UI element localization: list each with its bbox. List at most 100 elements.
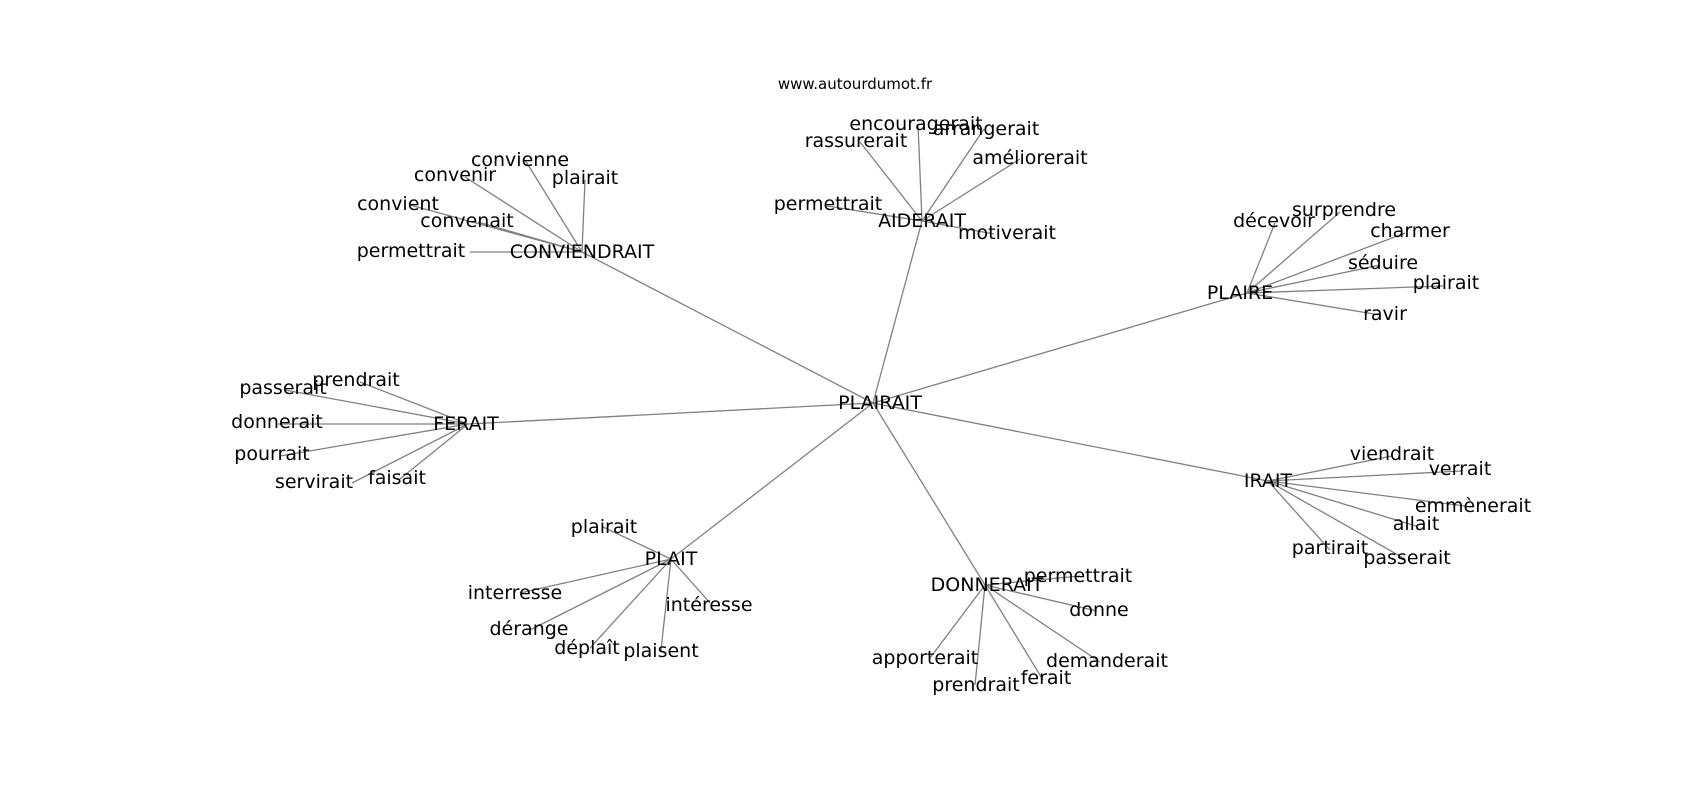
- edge-aiderait-motiverait: [921, 220, 995, 235]
- leaf-label-plait-interresse: interresse: [468, 582, 563, 604]
- edge-irait-viendrait: [1267, 455, 1393, 482]
- leaf-label-irait-emmenerait: emmènerait: [1415, 495, 1531, 517]
- leaf-label-ferait-faisait: faisait: [368, 467, 426, 489]
- leaf-label-conviendrait-convenir: convenir: [414, 164, 496, 186]
- edge-plaire-charmer: [1246, 232, 1406, 294]
- leaf-label-plait-plairait: plairait: [571, 516, 637, 538]
- leaf-label-aiderait-permettrait: permettrait: [774, 193, 883, 215]
- leaf-label-ferait-passerait: passerait: [239, 377, 326, 399]
- edge-conviendrait-convenait: [477, 221, 583, 253]
- edge-center-plaire: [872, 292, 1248, 404]
- hub-label-irait: IRAIT: [1244, 470, 1293, 492]
- edge-center-plait: [670, 402, 874, 560]
- leaf-label-conviendrait-convienne: convienne: [471, 149, 569, 171]
- leaf-label-irait-viendrait: viendrait: [1350, 443, 1435, 465]
- leaf-label-irait-passerait: passerait: [1363, 547, 1450, 569]
- edge-plait-interesse: [670, 558, 711, 604]
- edge-irait-allait: [1267, 480, 1417, 527]
- edge-plaire-seduire: [1246, 264, 1381, 294]
- leaf-label-conviendrait-plairait: plairait: [552, 167, 618, 189]
- edge-ferait-pourrait: [279, 423, 469, 457]
- leaf-label-aiderait-encouragerait: encouragerait: [849, 113, 982, 135]
- edge-aiderait-rassurerait: [859, 141, 923, 222]
- leaf-label-aiderait-motiverait: motiverait: [958, 222, 1056, 244]
- leaf-label-plait-interesse: intéresse: [665, 594, 752, 616]
- hub-label-conviendrait: CONVIENDRAIT: [510, 241, 655, 263]
- leaf-label-donnerait-donne: donne: [1069, 599, 1128, 621]
- edge-ferait-prendrait: [359, 381, 469, 425]
- leaf-label-plait-derange: dérange: [490, 618, 569, 640]
- edge-donnerait-ferait: [984, 584, 1044, 681]
- hub-label-donnerait: DONNERAIT: [931, 574, 1044, 596]
- edge-irait-passerait: [1267, 480, 1406, 560]
- edge-aiderait-arrangerait: [921, 128, 985, 222]
- leaf-label-conviendrait-permettrait: permettrait: [357, 240, 466, 262]
- leaf-label-plaire-seduire: séduire: [1348, 252, 1418, 274]
- edge-ferait-faisait: [399, 423, 469, 480]
- edge-plaire-plairait: [1246, 285, 1444, 294]
- edge-plaire-surprendre: [1246, 211, 1341, 294]
- edge-irait-partirait: [1267, 480, 1331, 551]
- leaf-label-donnerait-permettrait: permettrait: [1024, 565, 1133, 587]
- edge-conviendrait-convenir: [464, 176, 583, 253]
- leaf-label-aiderait-rassurerait: rassurerait: [805, 130, 908, 152]
- leaf-label-donnerait-ferait: ferait: [1021, 667, 1072, 689]
- center-node-label: PLAIRAIT: [838, 392, 922, 414]
- leaf-label-aiderait-ameliorerait: améliorerait: [972, 147, 1087, 169]
- hub-label-ferait: FERAIT: [433, 413, 499, 435]
- leaf-label-ferait-pourrait: pourrait: [234, 443, 309, 465]
- edge-center-ferait: [467, 402, 874, 425]
- edge-center-irait: [872, 402, 1269, 482]
- edge-irait-emmenerait: [1267, 480, 1474, 508]
- edge-conviendrait-convienne: [524, 159, 583, 253]
- leaf-label-conviendrait-convenait: convenait: [420, 210, 513, 232]
- edge-plait-interresse: [519, 558, 672, 594]
- leaf-label-ferait-prendrait: prendrait: [312, 369, 399, 391]
- leaf-label-ferait-donnerait: donnerait: [231, 411, 323, 433]
- edge-conviendrait-plairait: [581, 179, 586, 253]
- hub-label-plaire: PLAIRE: [1207, 282, 1273, 304]
- leaf-label-donnerait-demanderait: demanderait: [1046, 650, 1168, 672]
- leaf-label-plaire-charmer: charmer: [1370, 220, 1450, 242]
- edge-donnerait-donne: [984, 584, 1098, 612]
- edge-plaire-ravir: [1246, 292, 1381, 316]
- hub-label-plait: PLAIT: [645, 548, 698, 570]
- leaf-label-donnerait-prendrait: prendrait: [932, 674, 1019, 696]
- edge-irait-verrait: [1267, 470, 1462, 482]
- leaf-label-plaire-ravir: ravir: [1363, 303, 1407, 325]
- source-url: www.autourdumot.fr: [778, 75, 933, 93]
- edge-donnerait-apporterait: [929, 584, 986, 659]
- edge-aiderait-ameliorerait: [921, 158, 1021, 222]
- edge-ferait-passerait: [284, 389, 469, 425]
- edge-center-conviendrait: [581, 251, 874, 404]
- edge-plait-derange: [529, 558, 672, 631]
- leaf-label-plaire-surprendre: surprendre: [1292, 199, 1396, 221]
- leaf-label-plait-plaisent: plaisent: [623, 640, 698, 662]
- leaf-label-plaire-plairait: plairait: [1413, 272, 1479, 294]
- edge-plait-deplait: [589, 558, 672, 649]
- edge-aiderait-encouragerait: [917, 123, 923, 222]
- leaf-label-irait-allait: allait: [1393, 513, 1440, 535]
- leaf-label-irait-partirait: partirait: [1292, 537, 1368, 559]
- edge-center-donnerait: [872, 402, 986, 586]
- edge-donnerait-demanderait: [984, 584, 1101, 663]
- edge-plait-plaisent: [660, 558, 672, 651]
- edge-donnerait-permettrait: [984, 575, 1081, 586]
- hub-label-aiderait: AIDERAIT: [878, 210, 966, 232]
- leaf-label-aiderait-arrangerait: arrangerait: [933, 118, 1040, 140]
- leaf-label-irait-verrait: verrait: [1429, 458, 1492, 480]
- leaf-label-plait-deplait: déplaît: [554, 637, 619, 659]
- edge-aiderait-permettrait: [826, 205, 923, 222]
- edge-plait-plairait: [602, 526, 672, 560]
- leaf-label-plaire-decevoir: décevoir: [1233, 210, 1315, 232]
- edge-donnerait-prendrait: [974, 584, 986, 686]
- edge-center-aiderait: [872, 220, 923, 404]
- edge-plaire-decevoir: [1246, 222, 1276, 294]
- edges-layer: [278, 123, 1474, 686]
- leaf-label-donnerait-apporterait: apporterait: [872, 647, 979, 669]
- leaf-label-ferait-servirait: servirait: [275, 471, 353, 493]
- leaf-label-conviendrait-convient: convient: [357, 193, 439, 215]
- edge-ferait-servirait: [351, 423, 469, 484]
